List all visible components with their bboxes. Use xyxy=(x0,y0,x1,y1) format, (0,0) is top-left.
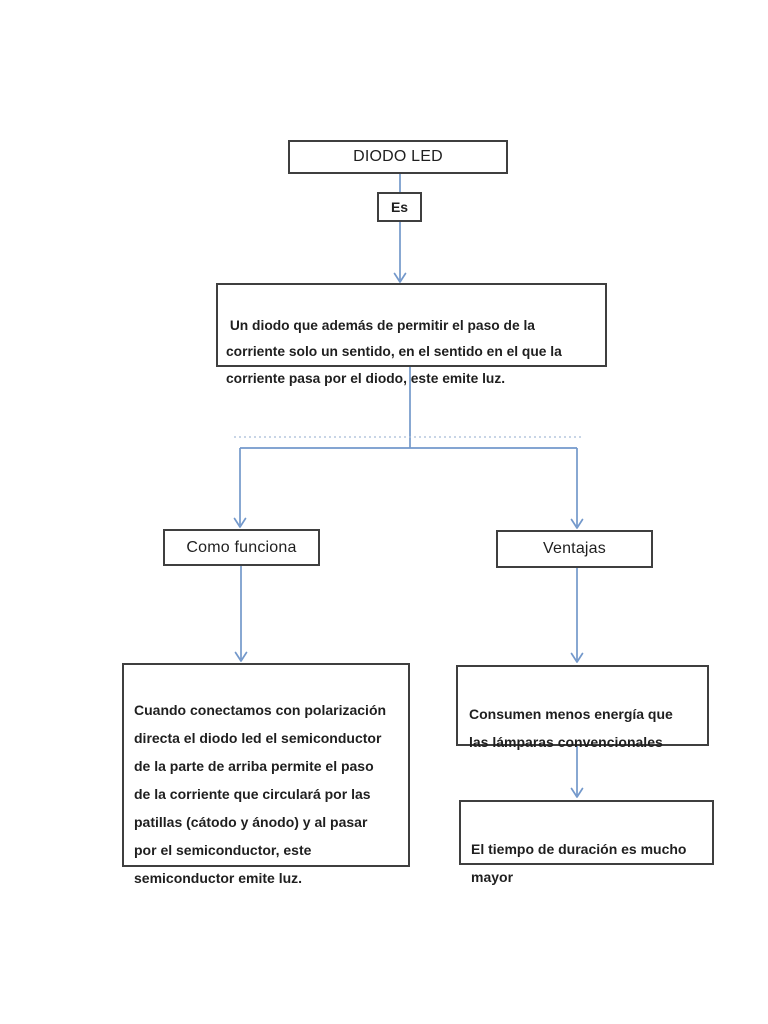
node-diodo-led: DIODO LED xyxy=(288,140,508,174)
node-es-label: Es xyxy=(390,199,409,215)
connector-root-to-definition xyxy=(393,174,407,283)
arrowhead-icon xyxy=(233,517,247,528)
arrowhead-icon xyxy=(570,518,584,529)
node-advantage-duration: El tiempo de duración es mucho mayor xyxy=(459,800,714,885)
connector-branch-to-ventajas xyxy=(570,448,584,529)
arrowhead-icon xyxy=(570,787,584,798)
node-ventajas-label: Ventajas xyxy=(543,540,606,557)
connector-como-to-detail xyxy=(234,566,248,662)
node-advantage-duration-text: El tiempo de duración es mucho mayor xyxy=(471,841,687,885)
node-advantage-energy-text: Consumen menos energía que las lámparas … xyxy=(469,706,673,750)
node-como-detail-text: Cuando conectamos con polarización direc… xyxy=(134,702,387,886)
node-ventajas: Ventajas xyxy=(496,530,653,568)
node-como-detail: Cuando conectamos con polarización direc… xyxy=(122,663,410,886)
node-definition-text: Un diodo que además de permitir el paso … xyxy=(226,317,562,386)
arrowhead-icon xyxy=(570,652,584,663)
connector-branch-to-como xyxy=(233,448,247,528)
node-diodo-led-label: DIODO LED xyxy=(353,148,443,165)
node-como-funciona-label: Como funciona xyxy=(186,538,297,556)
node-es: Es xyxy=(377,192,422,222)
arrowhead-icon xyxy=(393,272,407,283)
arrowhead-icon xyxy=(234,651,248,662)
connector-energy-to-duration xyxy=(570,746,584,798)
connector-branch-horizontal xyxy=(234,436,584,449)
node-advantage-energy: Consumen menos energía que las lámparas … xyxy=(456,665,709,750)
node-como-funciona: Como funciona xyxy=(163,529,320,566)
connector-ventajas-to-energy xyxy=(570,568,584,663)
node-definition: Un diodo que además de permitir el paso … xyxy=(216,283,607,386)
